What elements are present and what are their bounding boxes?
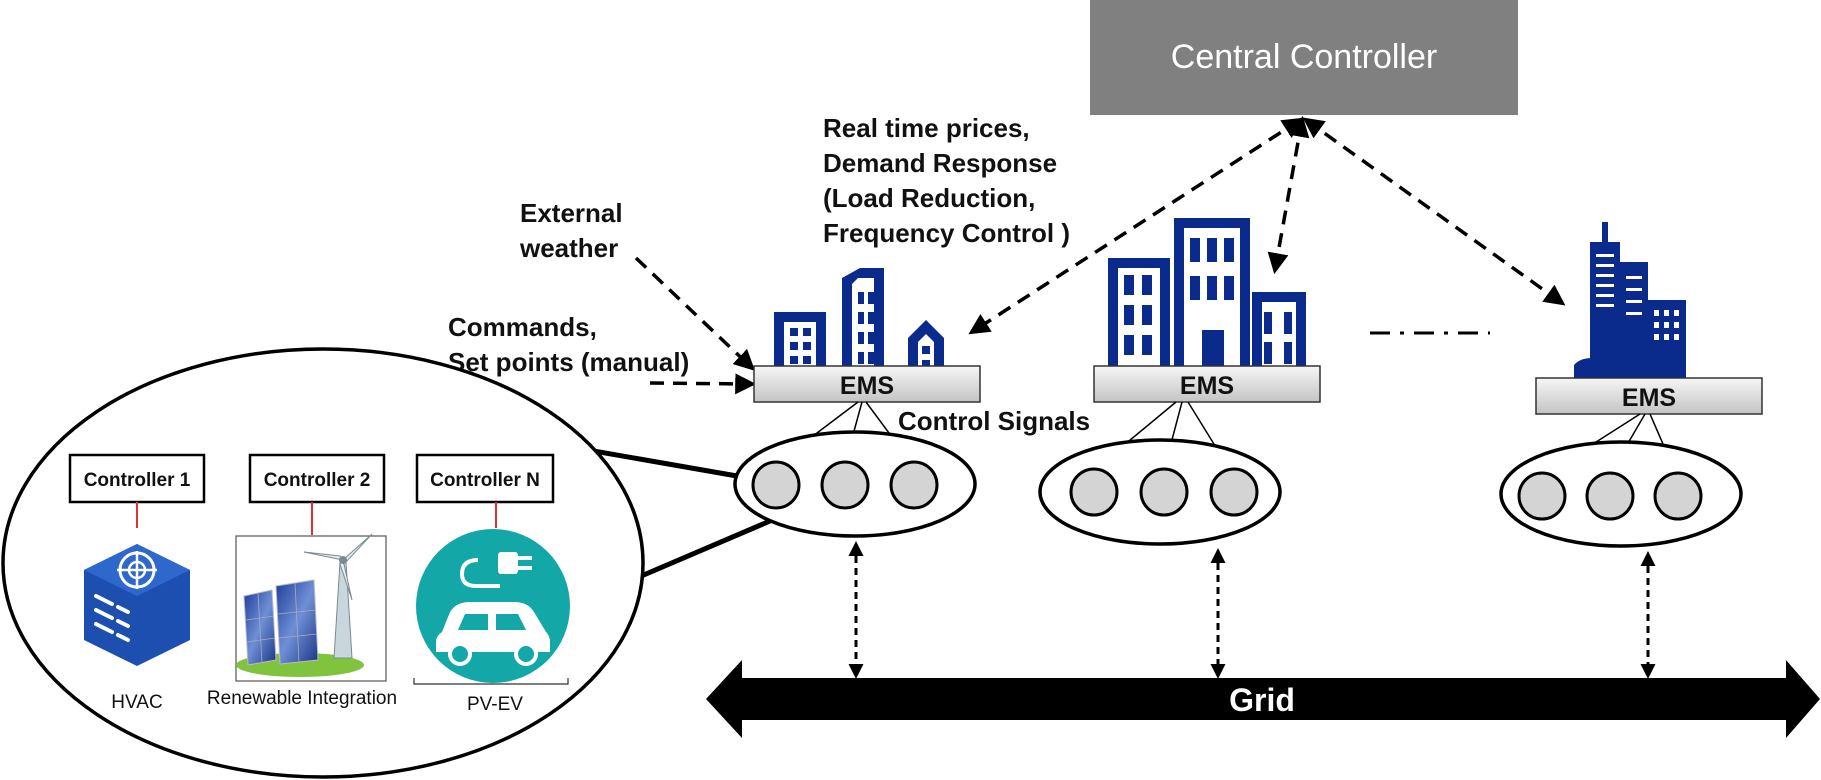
ems-label-1: EMS bbox=[840, 372, 894, 400]
node bbox=[1585, 471, 1635, 521]
central-controller: Central Controller bbox=[1090, 0, 1518, 115]
link-central-ems2 bbox=[1267, 115, 1310, 275]
node-cluster-3 bbox=[1499, 413, 1743, 548]
node bbox=[1139, 467, 1189, 517]
zoom-line-bottom bbox=[631, 518, 771, 583]
ems-box-3: EMS bbox=[1535, 377, 1763, 415]
node bbox=[1069, 467, 1119, 517]
weather-label: External weather bbox=[519, 198, 630, 263]
controller-1-label: Controller 1 bbox=[84, 470, 191, 491]
hvac-label: HVAC bbox=[111, 692, 162, 713]
controller-2-label: Controller 2 bbox=[264, 470, 371, 491]
controller-n: Controller N bbox=[415, 453, 555, 528]
building-icon-3 bbox=[1574, 222, 1686, 380]
weather-arrow bbox=[634, 256, 756, 371]
control-signals-label: Control Signals bbox=[898, 406, 1090, 436]
node bbox=[1209, 467, 1259, 517]
ev-label: PV-EV bbox=[467, 694, 523, 715]
link-central-ems3 bbox=[1302, 117, 1566, 306]
node bbox=[820, 460, 870, 510]
renewable-icon bbox=[235, 533, 387, 682]
ems-box-1: EMS bbox=[753, 365, 981, 403]
ems-box-2: EMS bbox=[1093, 365, 1321, 403]
prices-label: Real time prices, Demand Response (Load … bbox=[823, 113, 1070, 248]
central-links bbox=[968, 115, 1566, 335]
ems-label-2: EMS bbox=[1180, 372, 1234, 400]
node bbox=[1653, 471, 1703, 521]
node bbox=[751, 460, 801, 510]
ev-bracket bbox=[413, 678, 569, 685]
hvac-icon bbox=[84, 544, 190, 666]
grid-bar: Grid bbox=[706, 660, 1820, 738]
node bbox=[889, 460, 939, 510]
link-central-ems1 bbox=[968, 117, 1304, 335]
renewable-label: Renewable Integration bbox=[207, 688, 397, 709]
controller-2: Controller 2 bbox=[248, 453, 386, 535]
grid-links bbox=[848, 541, 1656, 679]
commands-arrow bbox=[649, 373, 757, 395]
controller-n-label: Controller N bbox=[430, 470, 540, 491]
ems-label-3: EMS bbox=[1622, 384, 1676, 412]
grid-label: Grid bbox=[1229, 682, 1295, 718]
controller-1: Controller 1 bbox=[68, 453, 206, 528]
ev-charging-icon bbox=[416, 529, 570, 683]
node-cluster-1 bbox=[733, 401, 977, 538]
commands-label: Commands, Set points (manual) bbox=[448, 312, 689, 377]
central-controller-title: Central Controller bbox=[1171, 38, 1437, 76]
building-icon-2 bbox=[1108, 218, 1306, 372]
building-icon-1 bbox=[774, 268, 944, 372]
node-cluster-2 bbox=[1038, 401, 1282, 546]
node bbox=[1517, 471, 1567, 521]
